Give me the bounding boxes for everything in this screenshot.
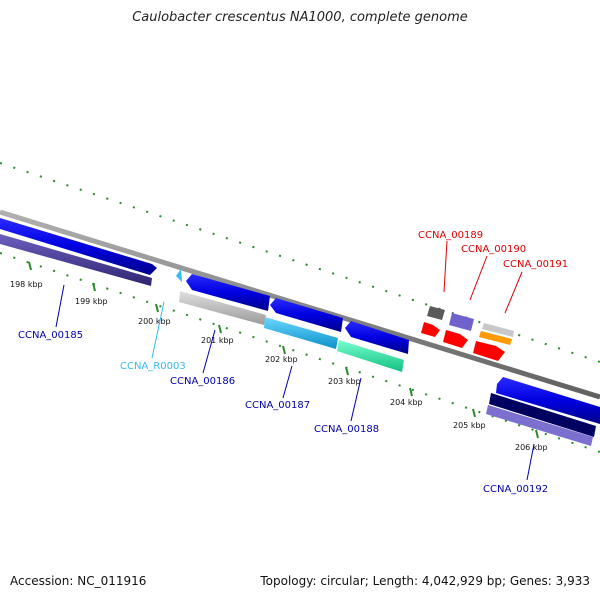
gene-ccna-00191-cog[interactable] [479, 331, 512, 345]
leader-00191 [504, 271, 523, 314]
label-ccna-00191[interactable]: CCNA_00191 [503, 259, 568, 270]
genome-summary-text: Topology: circular; Length: 4,042,929 bp… [260, 574, 590, 588]
gene-ccna-00186-cds[interactable] [186, 274, 270, 311]
leader-00186 [202, 329, 216, 374]
map-title: Caulobacter crescentus NA1000, complete … [132, 10, 468, 25]
label-ccna-00189[interactable]: CCNA_00189 [418, 230, 483, 241]
kbp-ticks [28, 261, 539, 439]
tick-201: 201 kbp [201, 336, 234, 345]
tick-199: 199 kbp [75, 297, 108, 306]
tick-198: 198 kbp [10, 280, 43, 289]
gene-ccna-00185-cds[interactable] [0, 218, 157, 275]
gene-ccna-00189-cds[interactable] [427, 306, 445, 320]
label-ccna-00190[interactable]: CCNA_00190 [461, 244, 526, 255]
gene-ccna-00187-cds[interactable] [270, 298, 343, 332]
gene-track-right [421, 306, 514, 361]
tick-204: 204 kbp [390, 398, 423, 407]
tick-200: 200 kbp [138, 317, 171, 326]
label-ccna-00187[interactable]: CCNA_00187 [245, 400, 310, 411]
leader-00187 [282, 365, 293, 399]
tick-205: 205 kbp [453, 421, 486, 430]
gene-ccna-00186-cog[interactable] [179, 291, 266, 325]
tick-202: 202 kbp [265, 355, 298, 364]
gene-ccna-00191-cds[interactable] [482, 323, 514, 337]
gene-track-left [0, 218, 409, 372]
label-ccna-00188[interactable]: CCNA_00188 [314, 424, 379, 435]
gene-ccna-00189-cog[interactable] [421, 322, 440, 337]
label-ccna-00186[interactable]: CCNA_00186 [170, 376, 235, 387]
gene-ccna-00190-cog[interactable] [443, 330, 468, 348]
gene-track-bottom-right [486, 377, 600, 446]
tick-203: 203 kbp [328, 377, 361, 386]
leader-00185 [55, 284, 65, 328]
gene-ccna-00188-cog[interactable] [337, 340, 404, 372]
tick-206: 206 kbp [515, 443, 548, 452]
gene-ccna-00188-cds[interactable] [345, 321, 409, 354]
label-ccna-r0003[interactable]: CCNA_R0003 [120, 361, 186, 372]
backbone-line [0, 209, 600, 400]
accession-text: Accession: NC_011916 [10, 574, 147, 588]
label-ccna-00185[interactable]: CCNA_00185 [18, 330, 83, 341]
leader-r0003 [151, 301, 165, 359]
gene-ccna-r0003[interactable] [176, 269, 182, 282]
inner-dots [0, 252, 600, 453]
gene-ccna-00190-cds[interactable] [449, 313, 474, 331]
gene-ccna-00191-cog2[interactable] [473, 341, 505, 361]
gene-ccna-00192-cds[interactable] [496, 377, 600, 424]
gene-ccna-00187-cog[interactable] [264, 317, 338, 349]
gene-ccna-00192-cog2[interactable] [486, 405, 593, 446]
leader-00188 [350, 377, 362, 422]
leader-00190 [469, 255, 488, 301]
gene-ccna-00192-cog[interactable] [489, 393, 596, 437]
leader-00192 [526, 443, 535, 481]
label-ccna-00192[interactable]: CCNA_00192 [483, 484, 548, 495]
leader-00189 [443, 240, 448, 293]
gene-ccna-00185-cog[interactable] [0, 234, 152, 286]
